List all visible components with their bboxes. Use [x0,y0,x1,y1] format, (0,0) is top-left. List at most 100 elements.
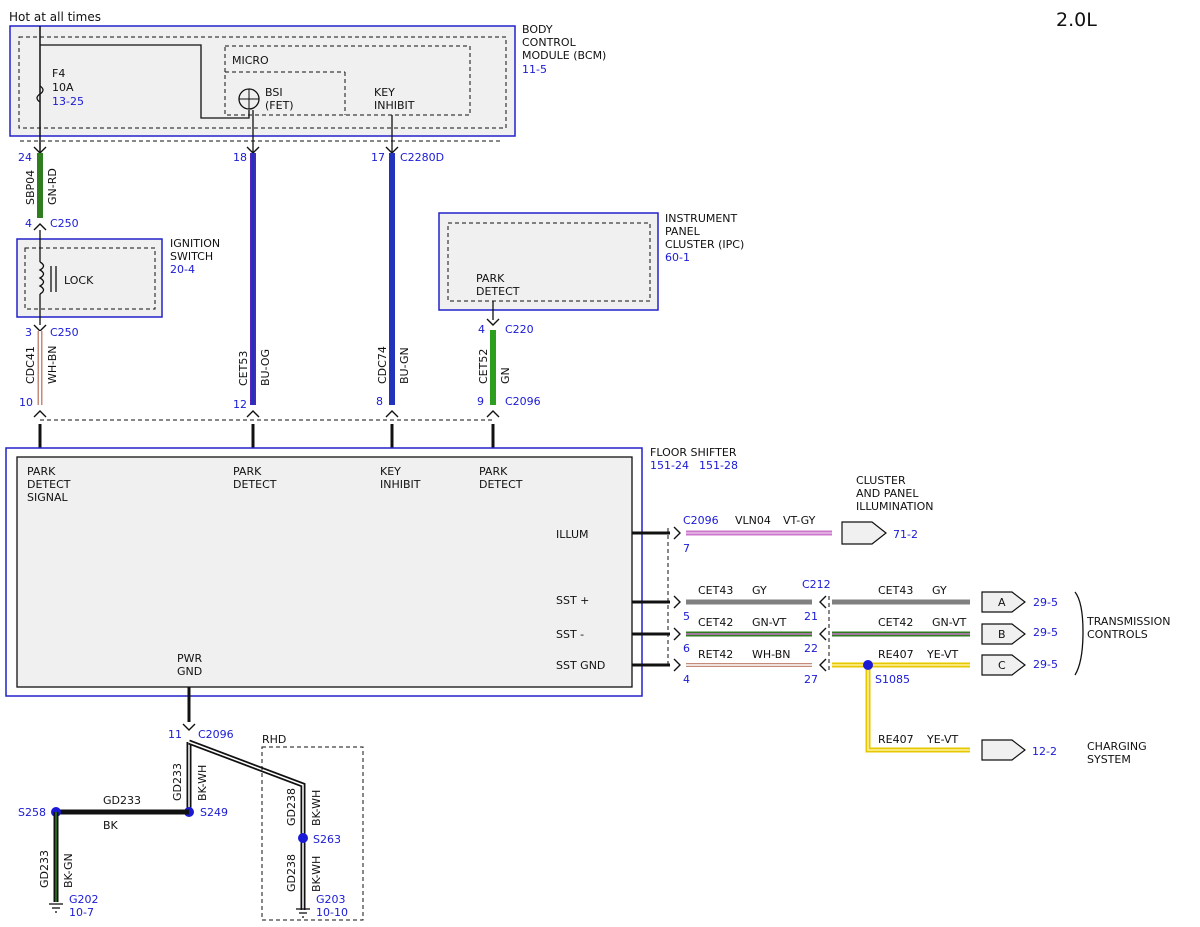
cet42-color-right: GN-VT [932,616,967,629]
bsi-label-1: BSI [265,86,283,99]
fs-pwr-gnd-1: PWR [177,652,203,665]
gd233c-circuit: GD233 [38,850,51,888]
fs-connector-arrows [33,410,500,418]
fs-sst-plus: SST + [556,594,589,607]
gd233b-color: BK [103,819,119,832]
fs-name: FLOOR SHIFTER [650,446,737,459]
ipc-park-detect-2: DETECT [476,285,520,298]
ignition-switch: LOCK [16,230,163,325]
cet42-pin-right: 22 [804,642,818,655]
transmission-brace [1074,591,1084,676]
fs-key-inhibit-2: INHIBIT [380,478,421,491]
gd233b-circuit: GD233 [103,794,141,807]
gd233c-color: BK-GN [62,853,75,888]
fs-illum: ILLUM [556,528,589,541]
ipc-name-1: INSTRUMENT [665,212,738,225]
charging-1: CHARGING [1087,740,1147,753]
cet52-color: GN [499,367,512,384]
dest-c-letter: C [998,659,1006,672]
rhd-label: RHD [262,733,286,746]
splice-s263 [298,833,308,843]
fs-key-inhibit-1: KEY [380,465,401,478]
cdc74-pin-top: 17 [371,151,385,164]
bcm-ref: 11-5 [522,63,547,76]
transmission-2: CONTROLS [1087,628,1148,641]
bcm-name-1: BODY [522,23,553,36]
fs-sst-minus: SST - [556,628,584,641]
ipc-ref: 60-1 [665,251,690,264]
ipc-name-2: PANEL [665,225,701,238]
ground-g202-icon [49,903,63,913]
g202-label: G202 [69,893,99,906]
cdc41-pin-bottom: 10 [19,396,33,409]
ground-g203-icon [296,908,310,918]
re407-circuit: RE407 [878,648,914,661]
hot-label: Hot at all times [9,10,101,24]
gd238b-color: BK-WH [310,856,323,892]
dest-a-letter: A [998,596,1006,609]
cet43-circuit-right: CET43 [878,584,913,597]
dest-c-ref: 29-5 [1033,658,1058,671]
cet43-circuit: CET43 [698,584,733,597]
ret42-pin: 4 [683,673,690,686]
cluster-name-2: AND PANEL [856,487,919,500]
re407-color: YE-VT [926,648,959,661]
ignition-ref: 20-4 [170,263,195,276]
cluster-ref: 71-2 [893,528,918,541]
cet52-circuit: CET52 [477,349,490,384]
cet52-connector-bottom: C2096 [505,395,541,408]
dest-charging-ref: 12-2 [1032,745,1057,758]
cdc74-color: BU-GN [398,347,411,384]
cet53-color: BU-OG [259,349,272,386]
g203-ref: 10-10 [316,906,348,919]
gd238a-color: BK-WH [310,790,323,826]
sbp04-color: GN-RD [46,168,59,205]
fs-ref-1: 151-24 [650,459,689,472]
dest-a-ref: 29-5 [1033,596,1058,609]
fs-park-detect-signal-3: SIGNAL [27,491,69,504]
cet42-pin: 6 [683,642,690,655]
ipc-module: PARK DETECT [438,212,659,320]
fs-park-detect-1a: PARK [233,465,262,478]
s258-label: S258 [18,806,46,819]
gd238b-circuit: GD238 [285,854,298,892]
cet43-connector: C212 [802,578,831,591]
fs-sst-gnd: SST GND [556,659,605,672]
fs-park-detect-2b: DETECT [479,478,523,491]
gd233a-color: BK-WH [196,765,209,801]
cet52-connector-top: C220 [505,323,534,336]
fs-park-detect-signal-1: PARK [27,465,56,478]
transmission-1: TRANSMISSION [1086,615,1170,628]
fs-park-detect-signal-2: DETECT [27,478,71,491]
gd238a-circuit: GD238 [285,788,298,826]
dest-b-ref: 29-5 [1033,626,1058,639]
dest-b-icon [981,623,1026,645]
cdc41-pin-top: 3 [25,326,32,339]
ignition-name-1: IGNITION [170,237,220,250]
cet53-circuit: CET53 [237,351,250,386]
bsi-label-2: (FET) [265,99,294,112]
sbp04-connector: C250 [50,217,79,230]
cet52-pin-bottom: 9 [477,395,484,408]
ipc-name-3: CLUSTER (IPC) [665,238,744,251]
cdc74-pin-bottom: 8 [376,395,383,408]
dest-c-icon [981,654,1026,676]
cet42-circuit-right: CET42 [878,616,913,629]
fs-ref-2: 151-28 [699,459,738,472]
cdc74-connector: C2280D [400,151,444,164]
cet43-color-right: GY [932,584,947,597]
re407-splice: S1085 [875,673,910,686]
g202-ref: 10-7 [69,906,94,919]
lock-label: LOCK [64,274,94,287]
cet52-pin-top: 4 [478,323,485,336]
bcm-name-3: MODULE (BCM) [522,49,606,62]
gd233a-circuit: GD233 [171,763,184,801]
ipc-park-detect-1: PARK [476,272,505,285]
gd233-connector: C2096 [198,728,234,741]
cdc41-color: WH-BN [46,346,59,385]
cdc41-circuit: CDC41 [24,346,37,384]
splice-s1085 [863,660,873,670]
dest-b-letter: B [998,628,1006,641]
bcm-key-inhibit-1: KEY [374,86,395,99]
